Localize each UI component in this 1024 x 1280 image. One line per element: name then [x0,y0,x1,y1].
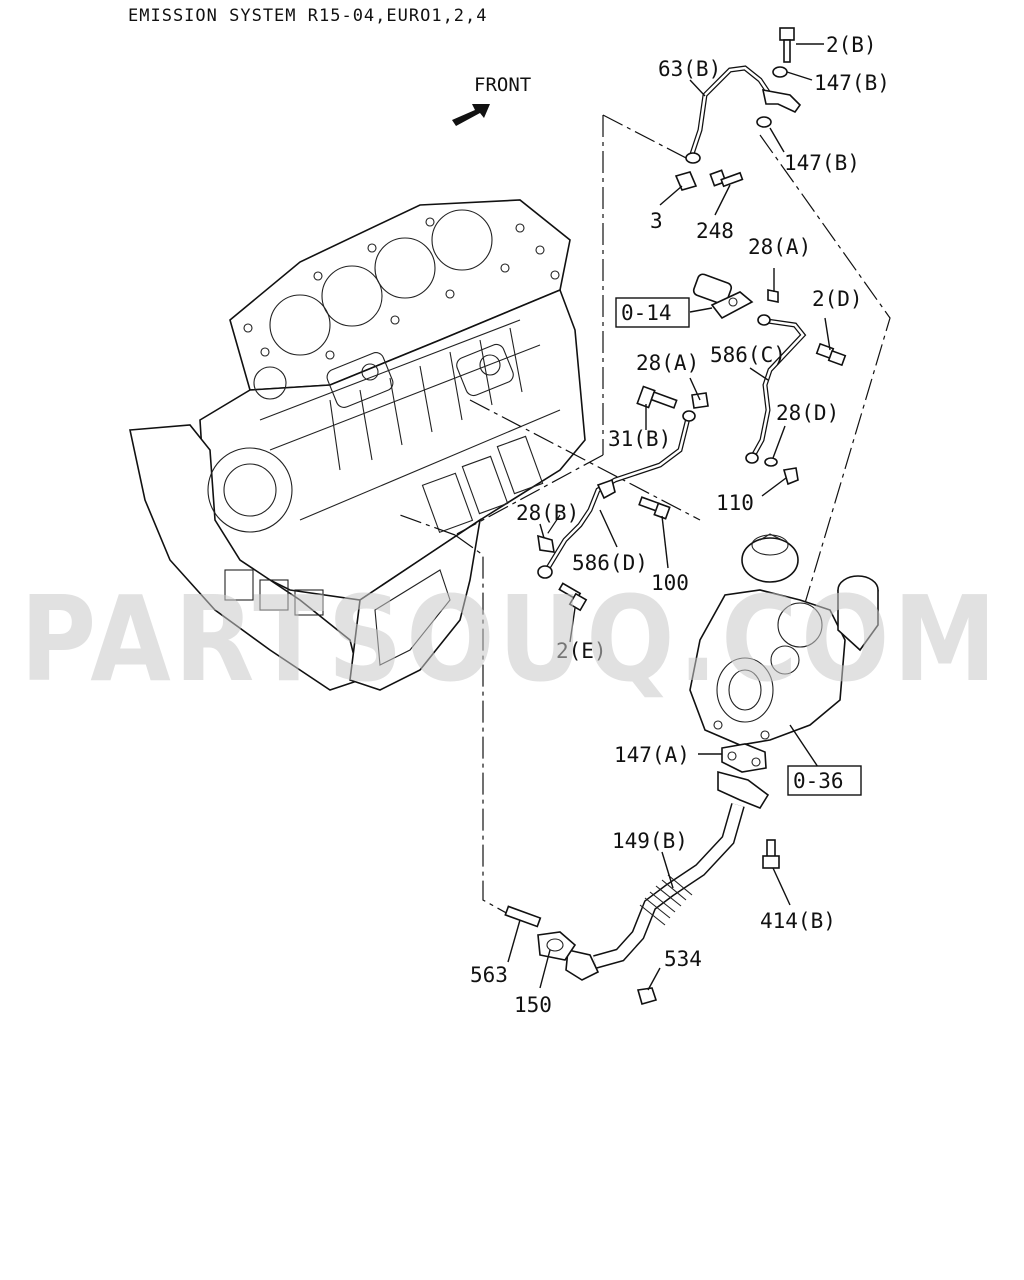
leader-lines [507,43,831,991]
callout-28a-lower: 28(A) [636,351,699,375]
callout-414b: 414(B) [760,909,836,933]
reference-lines [399,114,891,916]
callout-2d: 2(D) [812,287,863,311]
watermark: PARTSOUQ.COM [20,570,1000,708]
callout-014: 0-14 [621,301,672,325]
callout-147a: 147(A) [614,743,690,767]
washer-28d [764,457,778,467]
bolt-2d [815,342,847,367]
pipe-149b [565,770,770,981]
bolt-2b [779,27,795,63]
pipe-63b [685,65,771,164]
ref-box-036 [787,765,862,796]
callout-586d: 586(D) [572,551,648,575]
callout-586c: 586(C) [710,343,786,367]
callout-150: 150 [514,993,552,1017]
callout-147b-lower: 147(B) [784,151,860,175]
callout-28a-upper: 28(A) [748,235,811,259]
connector-31b [636,385,678,409]
callout-534: 534 [664,947,702,971]
engine-block [129,199,586,691]
callout-100: 100 [651,571,689,595]
gasket-150 [537,931,577,961]
callout-563: 563 [470,963,508,987]
callout-28d: 28(D) [776,401,839,425]
bolt-100 [638,496,671,520]
clamp-3 [674,171,698,191]
gasket-147a [721,743,767,773]
bolt-2e [558,582,588,612]
clip-28b [537,534,555,553]
callout-110: 110 [716,491,754,515]
callout-2e: 2(E) [556,639,607,663]
stud-563 [504,905,542,928]
washer-147b-lower [756,116,772,128]
washer-147b-upper [772,66,788,78]
callout-28b: 28(B) [516,501,579,525]
callout-labels: 2(B) 147(B) 63(B) 147(B) 3 248 28(A) 2(D… [470,33,890,1017]
diagram-title: EMISSION SYSTEM R15-04,EURO1,2,4 [128,6,488,26]
callout-036: 0-36 [793,769,844,793]
front-label: FRONT [474,74,531,96]
turbocharger [689,533,879,746]
callout-147b-upper: 147(B) [814,71,890,95]
callout-63b: 63(B) [658,57,721,81]
pipe-bracket [761,88,802,114]
callout-2b: 2(B) [826,33,877,57]
nut-534 [636,987,658,1005]
front-indicator: FRONT [452,74,531,126]
bolt-414b [762,839,780,869]
egr-sensor [692,273,754,320]
bolt-248 [709,169,744,188]
callout-3: 3 [650,209,663,233]
front-arrow-icon [452,104,490,126]
callout-31b: 31(B) [608,427,671,451]
callout-248: 248 [696,219,734,243]
clip-28a-upper [767,289,779,303]
nut-110 [782,467,799,486]
pipe-586d [537,410,696,579]
pipe-586c [745,314,807,464]
ref-box-014 [615,297,690,328]
callout-149b: 149(B) [612,829,688,853]
clip-28a-lower [691,392,709,409]
